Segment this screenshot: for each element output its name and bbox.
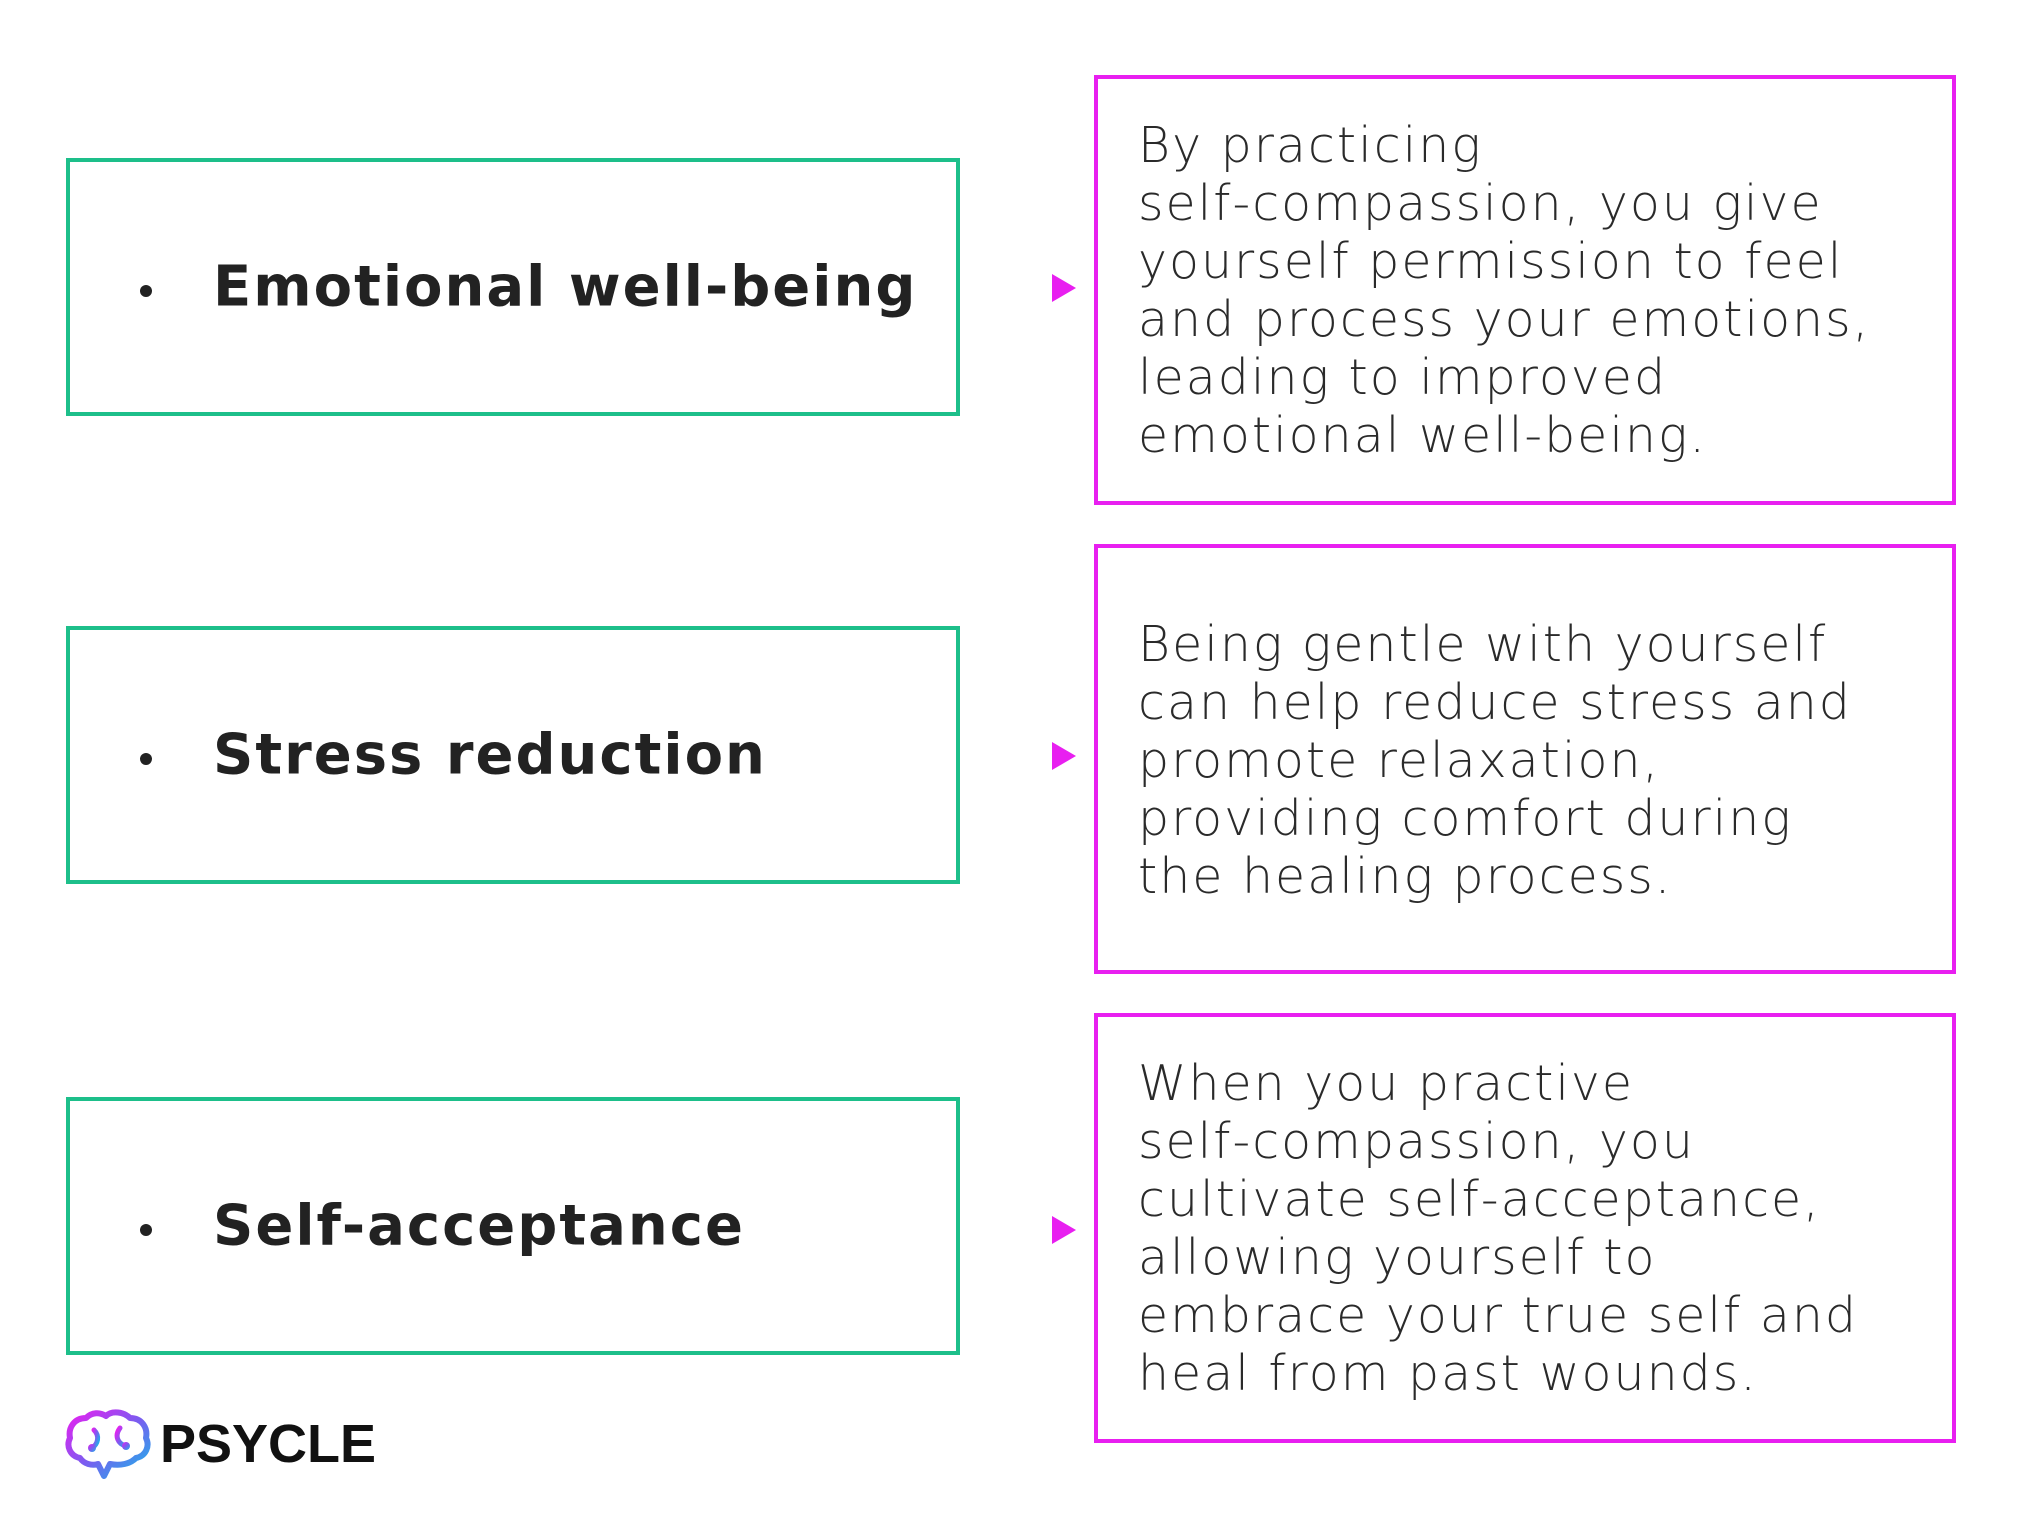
logo-text: PSYCLE [160,1414,377,1474]
description-box-self-acceptance: When you practive self-compassion, you c… [1094,1013,1956,1443]
brain-icon [65,1409,151,1479]
description-box-stress-reduction: Being gentle with yourself can help redu… [1094,544,1956,974]
bullet-icon [140,753,152,765]
arrow-right-icon [960,274,1076,302]
bullet-icon [140,1224,152,1236]
description-box-emotional-well-being: By practicing self-compassion, you give … [1094,75,1956,505]
benefit-box-emotional-well-being: Emotional well-being [66,158,960,416]
bullet-icon [140,285,152,297]
description-text: Being gentle with yourself can help redu… [1138,616,1852,905]
psycle-logo: PSYCLE [64,1408,376,1480]
benefit-box-stress-reduction: Stress reduction [66,626,960,884]
description-text: By practicing self-compassion, you give … [1138,117,1871,464]
arrow-right-icon [960,1216,1076,1244]
benefit-label: Self-acceptance [213,1193,745,1259]
benefit-box-self-acceptance: Self-acceptance [66,1097,960,1355]
description-text: When you practive self-compassion, you c… [1138,1055,1859,1402]
benefit-label: Stress reduction [213,722,767,788]
benefit-label: Emotional well-being [213,254,918,320]
arrow-right-icon [960,742,1076,770]
